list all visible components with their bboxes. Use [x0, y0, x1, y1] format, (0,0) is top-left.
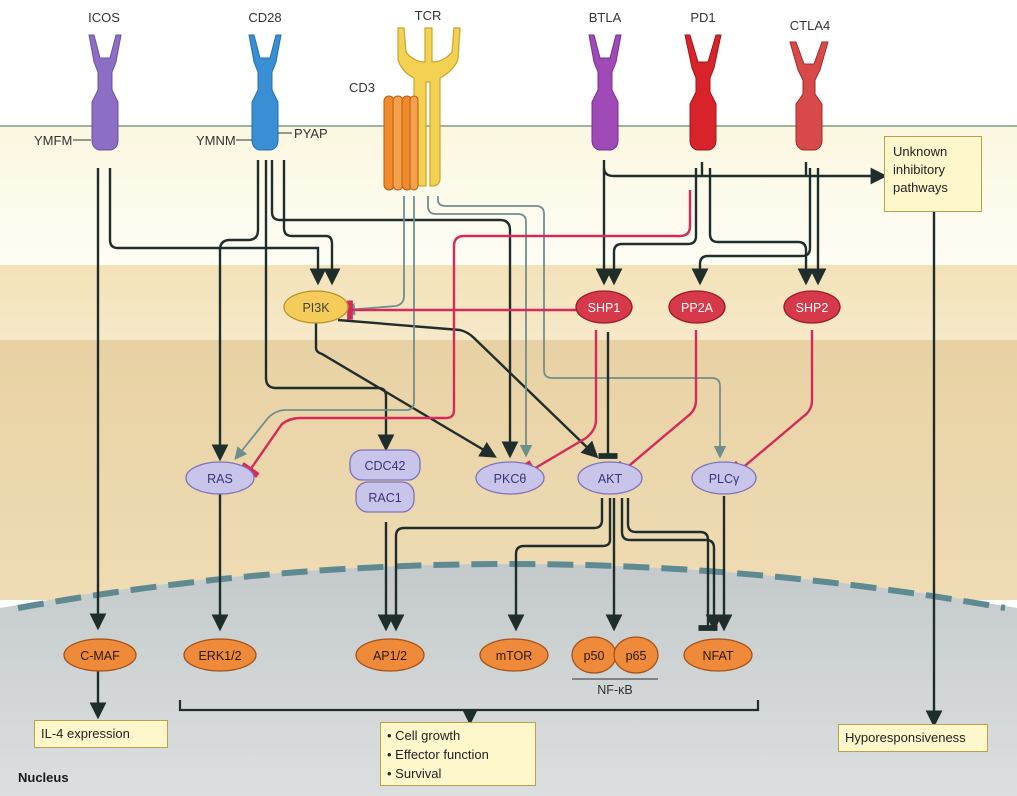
- ap1-node: AP1/2: [355, 638, 425, 672]
- unknown-pathways-box: Unknown inhibitory pathways: [884, 136, 982, 212]
- svg-text:ERK1/2: ERK1/2: [198, 649, 241, 663]
- svg-text:PKCθ: PKCθ: [494, 472, 527, 486]
- il4-expression-text: IL-4 expression: [41, 726, 130, 741]
- tcr-label: TCR: [415, 8, 442, 23]
- ctla4-receptor: [789, 41, 829, 151]
- activation-edges: [89, 160, 943, 728]
- p50-node: p50: [571, 636, 617, 674]
- cell-growth-item: • Cell growth: [387, 728, 461, 743]
- cytoplasm-upper: [0, 265, 1017, 340]
- btla-receptor: [588, 34, 622, 151]
- cd3-complex: [383, 95, 419, 191]
- svg-text:CDC42: CDC42: [365, 459, 406, 473]
- outcome-bracket: [178, 700, 760, 726]
- icos-label: ICOS: [88, 10, 120, 25]
- hyporesponsiveness-box: Hyporesponsiveness: [838, 724, 988, 752]
- svg-text:p65: p65: [626, 649, 647, 663]
- pd1-receptor: [684, 34, 722, 151]
- svg-text:NFAT: NFAT: [702, 649, 733, 663]
- mtor-node: mTOR: [479, 638, 549, 672]
- cell-outcomes-box: • Cell growth • Effector function • Surv…: [380, 722, 536, 786]
- nuclear-membrane: [17, 561, 1006, 611]
- pyap-label: PYAP: [294, 126, 328, 141]
- icos-receptor: [88, 34, 122, 151]
- svg-text:PLCγ: PLCγ: [709, 472, 740, 486]
- ymfm-label: YMFM: [34, 133, 72, 148]
- cmaf-node: C-MAF: [63, 638, 137, 672]
- ras-node: RAS: [185, 461, 255, 495]
- extracellular-space: [0, 0, 1017, 125]
- akt-node: AKT: [577, 461, 643, 495]
- akt-nfat-edge: [626, 498, 718, 631]
- p65-node: p65: [613, 636, 659, 674]
- membrane-zone: [0, 125, 1017, 265]
- hyporesponsiveness-text: Hyporesponsiveness: [845, 730, 966, 745]
- svg-text:SHP1: SHP1: [588, 301, 621, 315]
- svg-text:AKT: AKT: [598, 472, 623, 486]
- shp1-node: SHP1: [575, 290, 633, 324]
- ctla4-label: CTLA4: [790, 18, 830, 33]
- inhibition-edges: [240, 190, 814, 480]
- ymnm-label: YMNM: [196, 133, 236, 148]
- effector-function-item: • Effector function: [387, 747, 489, 762]
- unknown-line-2: inhibitory: [893, 162, 946, 177]
- plcgamma-node: PLCγ: [691, 461, 757, 495]
- pd1-label: PD1: [690, 10, 715, 25]
- unknown-line-3: pathways: [893, 180, 948, 195]
- pkctheta-node: PKCθ: [475, 461, 545, 495]
- nfkb-label: NF-κB: [597, 683, 632, 697]
- shp2-node: SHP2: [783, 290, 841, 324]
- nucleus-label: Nucleus: [18, 770, 69, 785]
- cd28-label: CD28: [248, 10, 281, 25]
- svg-text:p50: p50: [584, 649, 605, 663]
- svg-text:C-MAF: C-MAF: [80, 649, 120, 663]
- nucleus-region: [0, 564, 1017, 796]
- unknown-line-1: Unknown: [893, 144, 948, 159]
- pi3k-node: PI3K: [283, 290, 349, 324]
- survival-item: • Survival: [387, 766, 442, 781]
- cd3-label: CD3: [349, 80, 375, 95]
- nfat-node: NFAT: [683, 638, 753, 672]
- pp2a-node: PP2A: [668, 290, 726, 324]
- cdc42-node: CDC42: [349, 449, 421, 481]
- svg-text:RAS: RAS: [207, 472, 233, 486]
- tcr-edges: [234, 196, 727, 460]
- svg-text:AP1/2: AP1/2: [373, 649, 407, 663]
- svg-text:PI3K: PI3K: [302, 301, 330, 315]
- svg-text:PP2A: PP2A: [681, 301, 714, 315]
- svg-text:RAC1: RAC1: [368, 491, 401, 505]
- btla-label: BTLA: [589, 10, 622, 25]
- rac1-node: RAC1: [355, 481, 415, 513]
- svg-text:mTOR: mTOR: [496, 649, 533, 663]
- svg-text:SHP2: SHP2: [796, 301, 829, 315]
- erk-node: ERK1/2: [183, 638, 257, 672]
- il4-expression-box: IL-4 expression: [34, 720, 168, 748]
